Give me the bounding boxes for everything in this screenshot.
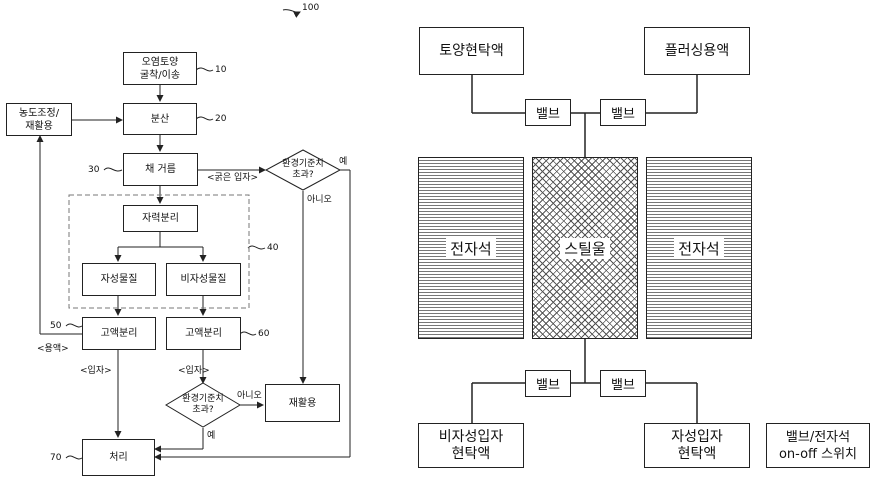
solid-liquid-separation-right: 고액분리 bbox=[166, 317, 241, 350]
yes-top-label: 예 bbox=[339, 157, 348, 167]
valve-top-left: 밸브 bbox=[525, 99, 571, 126]
solid-liquid-separation-left: 고액분리 bbox=[82, 317, 156, 350]
ref-50: 50 bbox=[50, 321, 62, 331]
contaminated-soil-step: 오염토양 굴착/이송 bbox=[123, 52, 197, 85]
no-bottom-label: 아니오 bbox=[237, 391, 262, 401]
electromagnet-left-label: 전자석 bbox=[446, 237, 496, 259]
particles-right-label: <입자> bbox=[178, 366, 210, 376]
recycle-step: 재활용 bbox=[265, 384, 340, 422]
nonmagnetic-material-step: 비자성물질 bbox=[166, 263, 241, 296]
valve-bottom-right: 밸브 bbox=[600, 370, 646, 397]
dispersion-step: 분산 bbox=[123, 103, 197, 135]
ref-70: 70 bbox=[50, 453, 62, 463]
nonmagnetic-suspension-tank: 비자성입자 현탁액 bbox=[418, 423, 524, 468]
sieving-step: 채 거름 bbox=[123, 153, 198, 186]
decision-top: 환경기준치 초과? bbox=[282, 159, 324, 180]
electromagnet-left: 전자석 bbox=[418, 157, 524, 339]
valve-electromagnet-switch[interactable]: 밸브/전자석 on-off 스위치 bbox=[766, 423, 870, 468]
ref-30: 30 bbox=[88, 165, 100, 175]
flushing-liquid-tank: 플러싱용액 bbox=[644, 27, 750, 75]
valve-bottom-left: 밸브 bbox=[525, 370, 571, 397]
treatment-step: 처리 bbox=[82, 439, 155, 476]
magnetic-suspension-tank: 자성입자 현탁액 bbox=[644, 423, 750, 468]
ref-20: 20 bbox=[215, 114, 227, 124]
liquid-label: <용액> bbox=[37, 344, 69, 354]
particles-left-label: <입자> bbox=[80, 366, 112, 376]
soil-suspension-tank: 토양현탁액 bbox=[419, 27, 524, 75]
electromagnet-right: 전자석 bbox=[646, 157, 752, 339]
steel-wool-label: 스틸울 bbox=[560, 237, 610, 259]
figure-number: 100 bbox=[302, 3, 320, 13]
valve-top-right: 밸브 bbox=[600, 99, 646, 126]
coarse-particles-label: <굵은 입자> bbox=[207, 173, 259, 183]
yes-bottom-label: 예 bbox=[207, 431, 216, 441]
concentration-reuse-step: 농도조정/ 재활용 bbox=[6, 103, 72, 136]
steel-wool-column: 스틸울 bbox=[532, 157, 638, 339]
decision-bottom: 환경기준치 초과? bbox=[182, 394, 224, 415]
magnetic-separation-step: 자력분리 bbox=[123, 205, 198, 232]
ref-10: 10 bbox=[215, 65, 227, 75]
ref-60: 60 bbox=[258, 329, 270, 339]
no-top-label: 아니오 bbox=[307, 195, 332, 205]
magnetic-material-step: 자성물질 bbox=[82, 263, 156, 296]
ref-40: 40 bbox=[267, 243, 279, 253]
electromagnet-right-label: 전자석 bbox=[674, 237, 724, 259]
